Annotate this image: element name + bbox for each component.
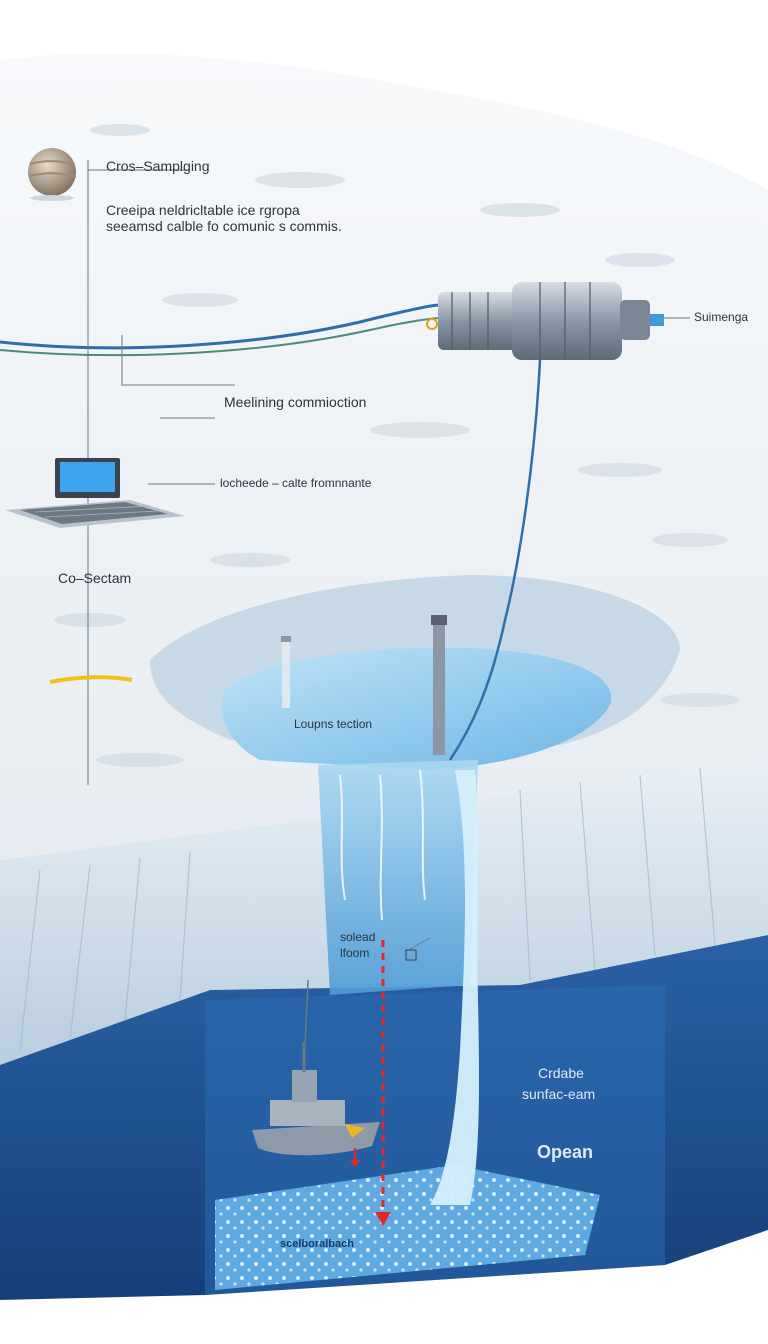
probe-tether	[448, 359, 542, 761]
shaft-label-line-1: solead	[340, 930, 376, 944]
ocean-label: Opean	[537, 1142, 594, 1162]
melt-pool	[221, 647, 612, 770]
cross-section-label: Co–Sectam	[58, 570, 132, 586]
description-line-2: seeamsd calble fo comunic s commis.	[106, 218, 342, 234]
surface-cable-2	[0, 317, 443, 357]
meeting-label: Meelining commioction	[224, 394, 367, 410]
snow-texture	[54, 124, 740, 767]
yellow-marker	[49, 675, 133, 684]
description-line-1: Creeipa neldricltable ice rgropa	[106, 202, 300, 218]
sensor-pole-icon	[431, 615, 447, 755]
laptop-cable-label: locheede – calte fromnnante	[220, 476, 372, 490]
ocean-label-line-1: Crdabe	[538, 1065, 584, 1081]
ocean-label-line-2: sunfac-eam	[522, 1086, 596, 1102]
seafloor-patch	[215, 1165, 600, 1290]
seafloor-label: scelboralbach	[280, 1238, 354, 1250]
probe-icon	[426, 282, 664, 360]
ice-cliff-striations	[19, 767, 716, 1051]
descent-arrow-head	[375, 1212, 391, 1226]
laptop-icon	[5, 458, 185, 528]
title-label: Cros–Samplging	[106, 158, 210, 174]
sub-tether	[304, 979, 309, 1046]
water-streaks	[339, 769, 426, 921]
planet-icon	[28, 148, 77, 201]
meltwater-shaft	[318, 760, 478, 995]
waterfall-stream	[430, 770, 480, 1205]
submarine-icon	[252, 1042, 380, 1167]
shaft-sensor	[405, 949, 417, 961]
pool-label: Loupns tection	[294, 717, 373, 731]
probe-label: Suimenga	[694, 310, 749, 324]
marker-post	[281, 636, 291, 708]
shaft-label-line-2: lfoom	[340, 946, 370, 960]
surface-cable	[0, 303, 441, 350]
